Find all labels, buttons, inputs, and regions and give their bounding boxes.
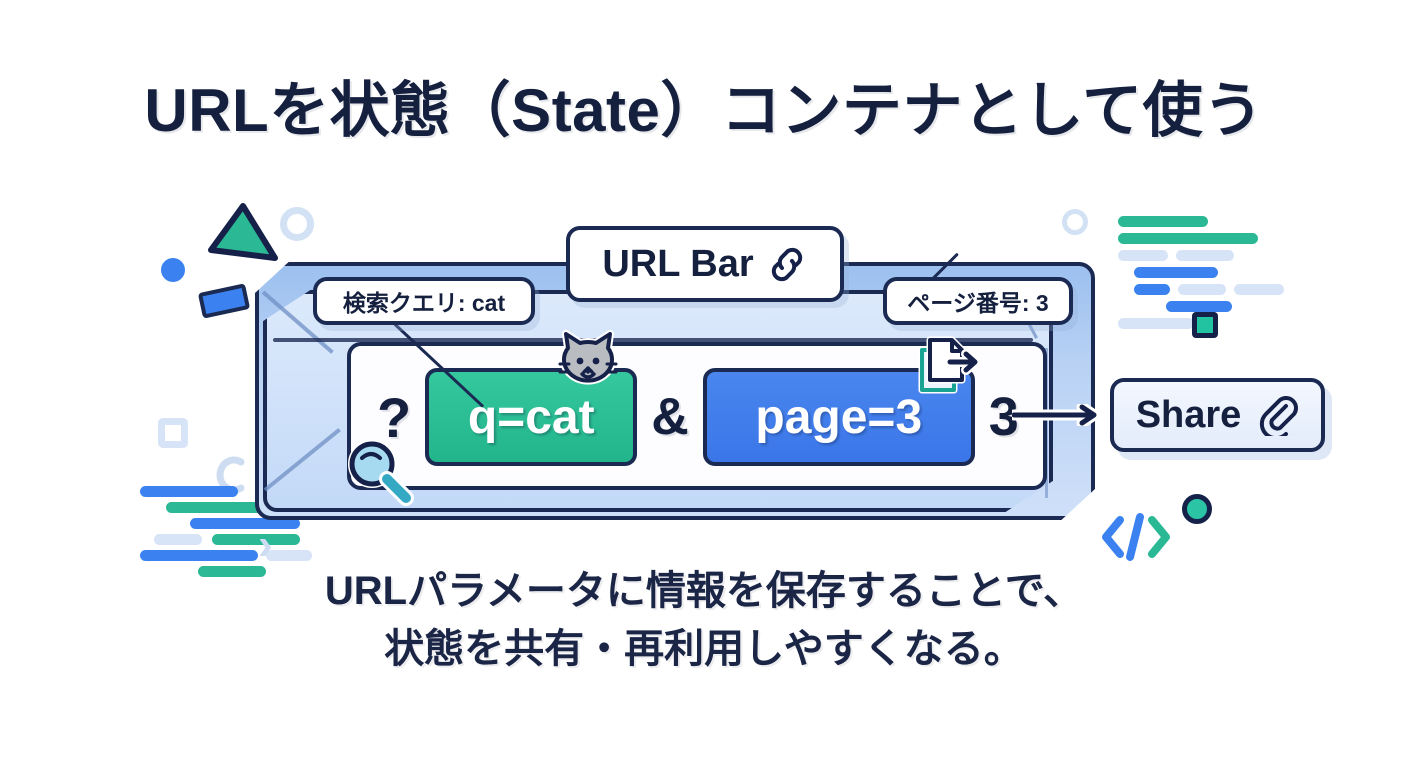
param-pill-query[interactable]: q=cat xyxy=(425,368,638,466)
square-outline-decoration-left xyxy=(158,418,188,448)
code-tag-icon xyxy=(1102,513,1170,561)
link-icon xyxy=(771,247,802,282)
url-bar-callout[interactable]: URL Bar xyxy=(566,226,844,302)
rect-blue-decoration xyxy=(197,283,251,319)
arrow-right-icon xyxy=(1012,404,1100,426)
magnifier-icon xyxy=(348,440,414,506)
dot-blue-decoration xyxy=(161,258,185,282)
query-prefix-symbol: ? xyxy=(377,385,412,449)
caption-text: URLパラメータに情報を保存することで、 状態を共有・再利用しやすくなる。 xyxy=(0,562,1408,678)
document-arrow-icon xyxy=(918,336,980,394)
triangle-teal-decoration xyxy=(208,203,278,261)
caption-line-1: URLパラメータに情報を保存することで、 xyxy=(324,569,1084,613)
code-lines-left xyxy=(140,486,320,577)
page-number-callout-label: ページ番号: 3 xyxy=(907,290,1049,316)
url-bar-callout-label: URL Bar xyxy=(602,242,754,285)
url-parameter-row: ? q=cat & page=3 3 xyxy=(355,350,1045,484)
search-query-callout-label: 検索クエリ: cat xyxy=(342,290,506,316)
page-title: URLを状態（State）コンテナとして使う xyxy=(144,77,1264,144)
code-lines-right xyxy=(1110,216,1310,329)
caption-line-2: 状態を共有・再利用しやすくなる。 xyxy=(384,627,1024,671)
square-teal-decoration xyxy=(1192,312,1218,338)
url-bar-divider xyxy=(273,338,1033,342)
search-query-callout[interactable]: 検索クエリ: cat xyxy=(313,277,535,325)
param-separator-symbol: & xyxy=(651,388,689,446)
paperclip-icon xyxy=(1260,396,1299,436)
cat-icon xyxy=(558,330,618,385)
circle-outline-decoration-right xyxy=(1062,209,1088,235)
circle-outline-decoration-left xyxy=(280,207,314,241)
share-button-label: Share xyxy=(1135,393,1242,436)
page-number-callout[interactable]: ページ番号: 3 xyxy=(883,277,1073,325)
chevron-right-icon-left: › xyxy=(258,520,273,569)
circle-teal-decoration xyxy=(1182,494,1212,524)
share-button[interactable]: Share xyxy=(1110,378,1325,452)
